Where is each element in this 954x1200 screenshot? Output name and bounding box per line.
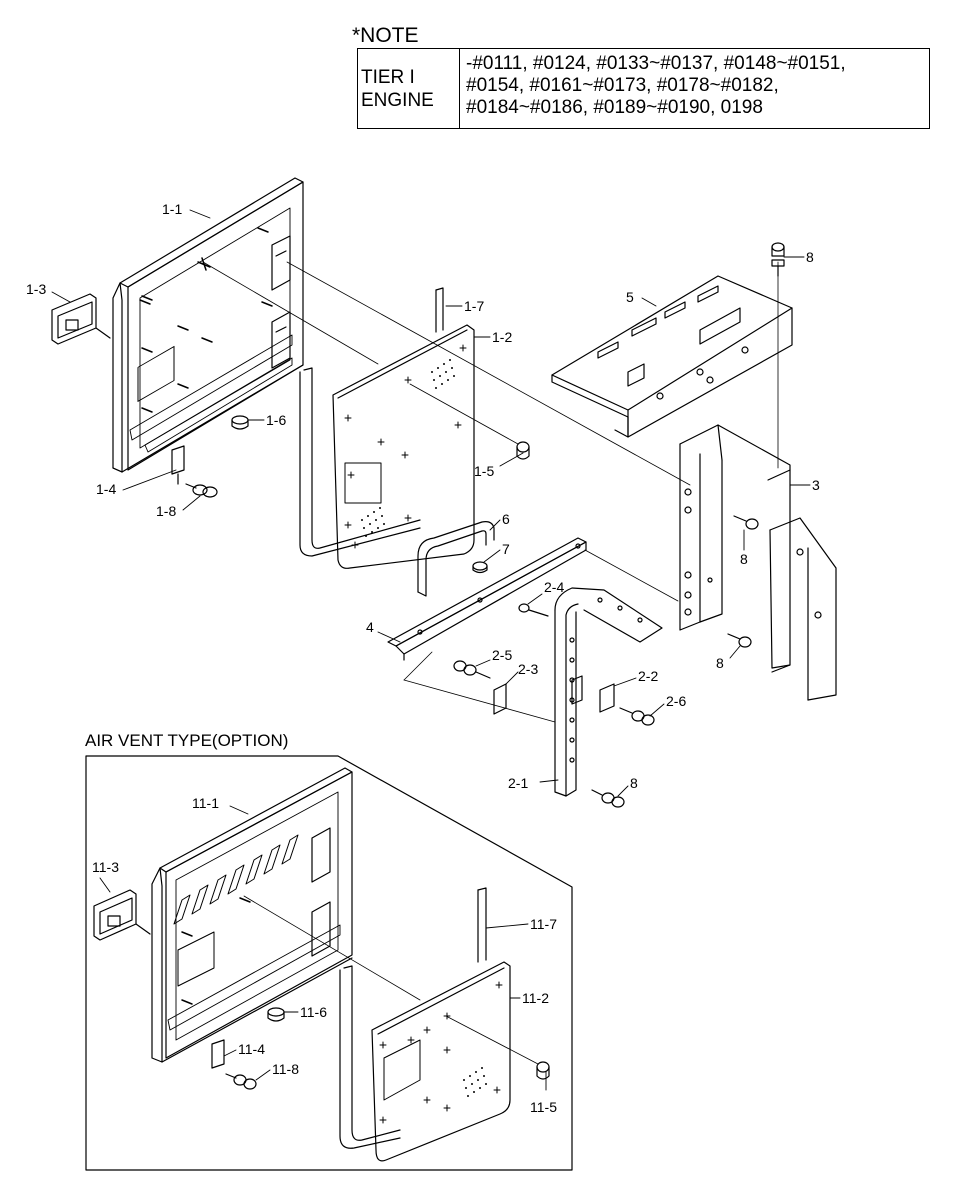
part-1-8-bolt bbox=[185, 483, 218, 498]
part-11-2-panel bbox=[371, 961, 511, 1162]
callout-2-1: 2-1 bbox=[508, 775, 528, 791]
part-1-5-cap bbox=[516, 441, 530, 460]
callout-4: 4 bbox=[366, 619, 374, 635]
callout-1-5: 1-5 bbox=[474, 463, 494, 479]
note-serial-line: #0154, #0161~#0173, #0178~#0182, bbox=[466, 75, 779, 96]
callout-8-b: 8 bbox=[716, 655, 724, 671]
callout-1-1: 1-1 bbox=[162, 201, 182, 217]
callout-3: 3 bbox=[812, 477, 820, 493]
callout-1-4: 1-4 bbox=[96, 481, 116, 497]
callout-11-8: 11-8 bbox=[272, 1061, 299, 1077]
callout-1-8: 1-8 bbox=[156, 503, 176, 519]
callout-11-2: 11-2 bbox=[522, 990, 549, 1006]
part-3-side-bracket bbox=[679, 424, 837, 701]
leader-lines bbox=[51, 209, 811, 1091]
note-table: TIER I ENGINE -#0111, #0124, #0133~#0137… bbox=[357, 48, 930, 129]
part-1-7-seal bbox=[299, 287, 444, 557]
air-vent-guide-line bbox=[445, 1015, 539, 1065]
callout-11-3: 11-3 bbox=[92, 859, 119, 875]
part-8-bolt-a bbox=[733, 515, 759, 530]
part-6-handle bbox=[417, 521, 495, 597]
assembly-guide-lines bbox=[202, 261, 779, 723]
part-11-3-latch bbox=[93, 889, 151, 941]
part-1-3-latch bbox=[51, 293, 111, 345]
part-1-6-grommet bbox=[231, 415, 249, 430]
part-4-bar bbox=[387, 537, 587, 661]
callout-8-a: 8 bbox=[740, 551, 748, 567]
callout-8-c: 8 bbox=[630, 775, 638, 791]
part-11-4-bracket bbox=[211, 1039, 225, 1069]
air-vent-section-frame bbox=[85, 755, 573, 1171]
callout-2-4: 2-4 bbox=[544, 579, 564, 595]
air-vent-guide-line bbox=[243, 895, 421, 1001]
part-8-bolt-top bbox=[771, 242, 785, 277]
callout-11-6: 11-6 bbox=[300, 1004, 327, 1020]
part-8-bolt-b bbox=[727, 633, 752, 648]
callout-1-3: 1-3 bbox=[26, 281, 46, 297]
part-7-grommet bbox=[472, 561, 488, 574]
part-11-1-door-frame bbox=[151, 767, 353, 1063]
part-2-6-bolt bbox=[619, 707, 655, 726]
callout-11-5: 11-5 bbox=[530, 1099, 557, 1115]
part-1-2-panel bbox=[332, 324, 475, 569]
note-label-line2: ENGINE bbox=[361, 89, 434, 111]
note-serial-cell: -#0111, #0124, #0133~#0137, #0148~#0151,… bbox=[460, 49, 929, 128]
note-serial-line: -#0111, #0124, #0133~#0137, #0148~#0151, bbox=[466, 53, 846, 74]
callout-2-2: 2-2 bbox=[638, 668, 658, 684]
callout-2-5: 2-5 bbox=[492, 647, 512, 663]
part-11-6-grommet bbox=[267, 1007, 285, 1022]
part-2-4-screw bbox=[518, 603, 549, 617]
note-label-line1: TIER I bbox=[361, 66, 415, 88]
air-vent-section-title: AIR VENT TYPE(OPTION) bbox=[85, 731, 289, 750]
callout-6: 6 bbox=[502, 511, 510, 527]
part-8-bolt-c bbox=[591, 789, 625, 808]
callout-2-3: 2-3 bbox=[518, 661, 538, 677]
part-2-2-clip bbox=[571, 675, 615, 713]
callout-8-top: 8 bbox=[806, 249, 814, 265]
callout-1-6: 1-6 bbox=[266, 412, 286, 428]
note-label-cell: TIER I ENGINE bbox=[358, 49, 460, 128]
note-serial-line: #0184~#0186, #0189~#0190, 0198 bbox=[466, 97, 763, 118]
callout-5: 5 bbox=[626, 289, 634, 305]
callout-11-7: 11-7 bbox=[530, 916, 557, 932]
part-5-plate bbox=[551, 275, 793, 438]
part-1-1-door-frame bbox=[112, 177, 304, 473]
callout-1-2: 1-2 bbox=[492, 329, 512, 345]
part-11-7-seal bbox=[339, 887, 487, 1149]
callout-2-6: 2-6 bbox=[666, 693, 686, 709]
callout-11-4: 11-4 bbox=[238, 1041, 265, 1057]
part-2-3-plate bbox=[493, 683, 507, 715]
part-11-8-bolt bbox=[225, 1073, 257, 1090]
part-11-5-cap bbox=[536, 1061, 550, 1080]
note-title: *NOTE bbox=[352, 24, 419, 47]
callout-7: 7 bbox=[502, 541, 510, 557]
part-2-1-bracket bbox=[554, 587, 663, 797]
callout-11-1: 11-1 bbox=[192, 795, 219, 811]
part-2-5-bolt bbox=[453, 660, 491, 679]
part-1-4-bracket bbox=[171, 445, 185, 485]
callout-1-7: 1-7 bbox=[464, 298, 484, 314]
